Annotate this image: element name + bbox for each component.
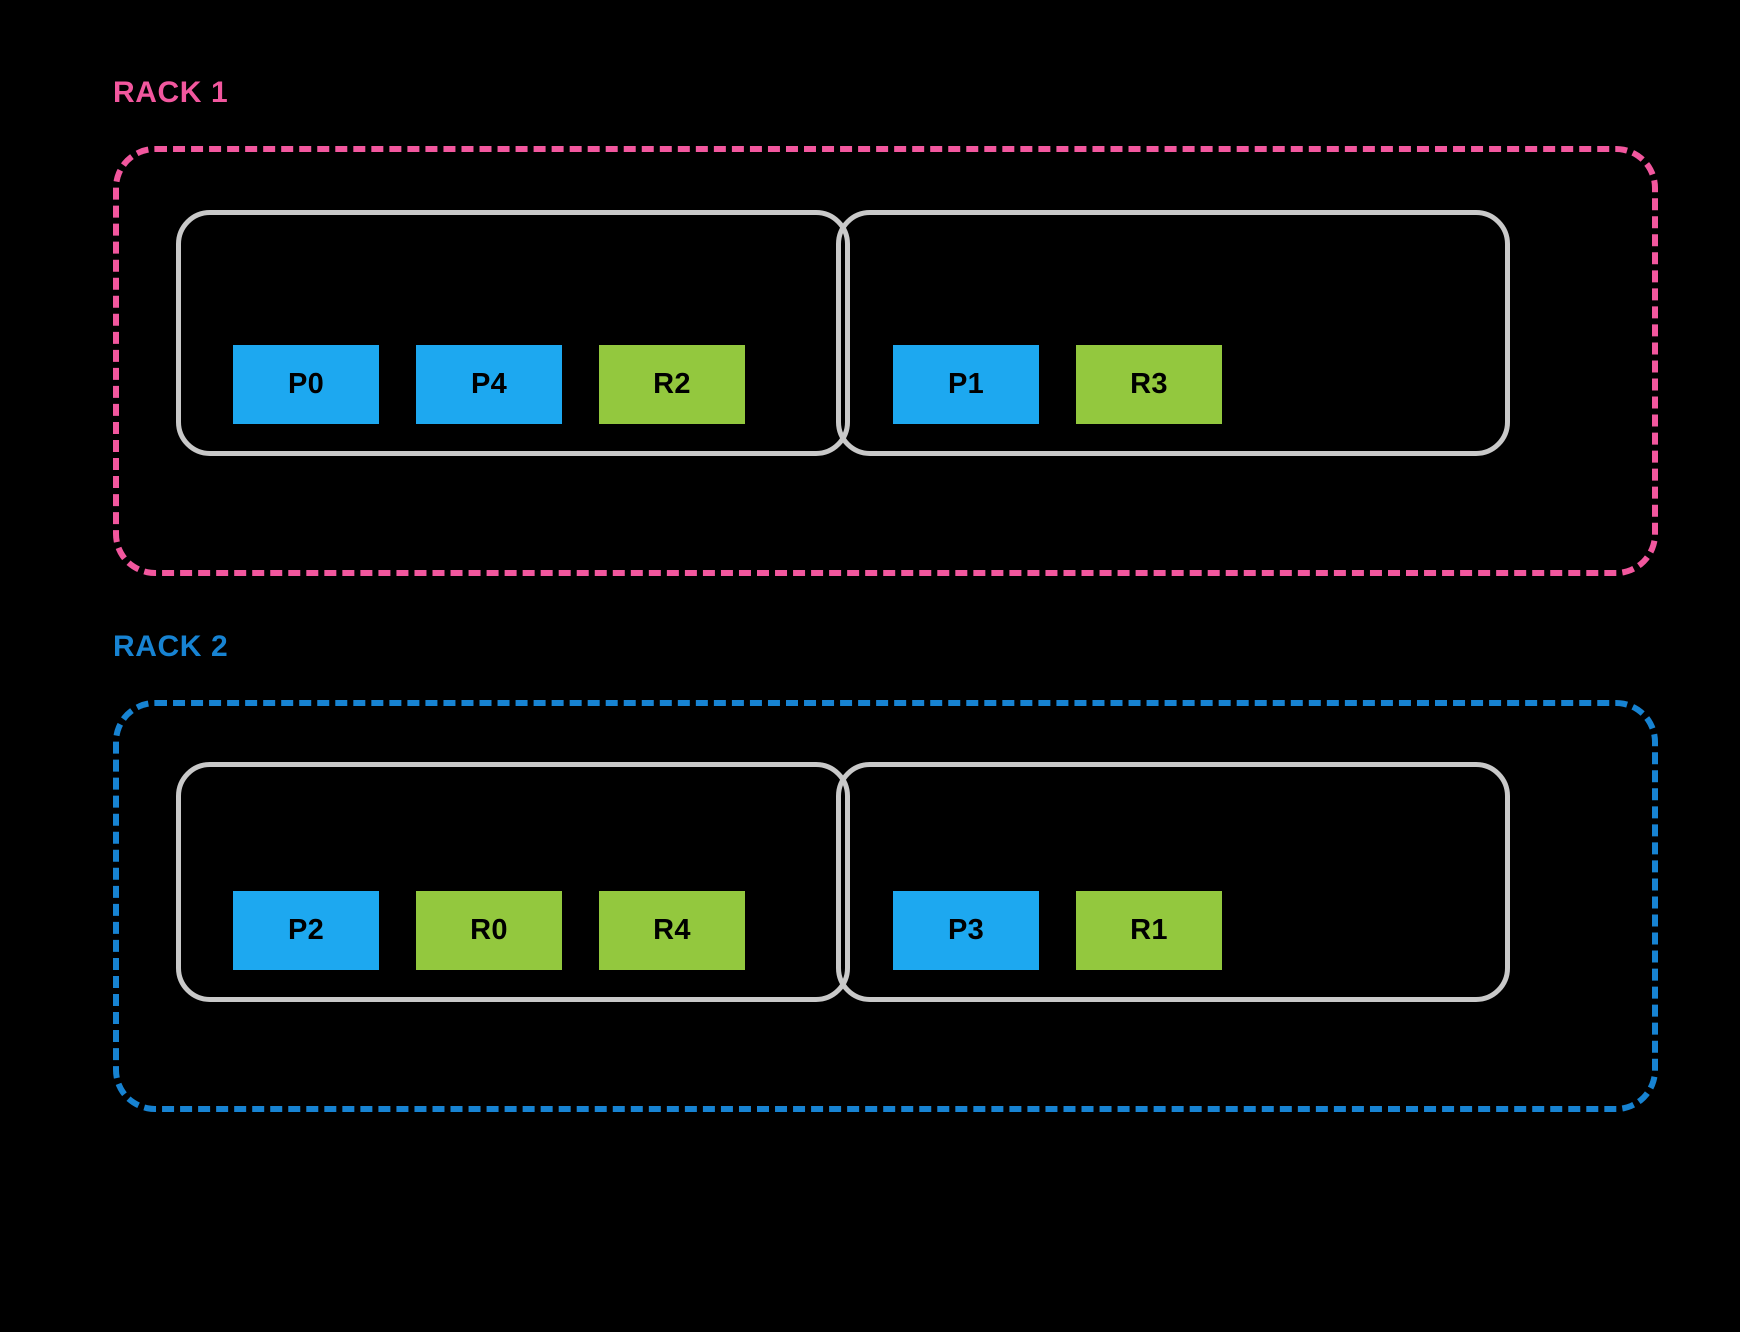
shard-r1[interactable]: R1 [1076,891,1222,970]
rack-2-label: RACK 2 [113,630,229,663]
rack-1-node-b-shard-row: P1 R3 [841,345,1505,424]
rack-2-node-a-shard-row: P2 R0 R4 [181,891,845,970]
shard-r4[interactable]: R4 [599,891,745,970]
rack-1-label: RACK 1 [113,76,229,109]
rack-2-node-a: P2 R0 R4 [176,762,850,1002]
shard-r3[interactable]: R3 [1076,345,1222,424]
shard-r0[interactable]: R0 [416,891,562,970]
rack-2-node-b-shard-row: P3 R1 [841,891,1505,970]
rack-1-node-a: P0 P4 R2 [176,210,850,456]
rack-2-container: P2 R0 R4 P3 R1 [113,700,1658,1112]
shard-p3[interactable]: P3 [893,891,1039,970]
rack-2-node-b: P3 R1 [836,762,1510,1002]
shard-p1[interactable]: P1 [893,345,1039,424]
rack-1-container: P0 P4 R2 P1 R3 [113,146,1658,576]
rack-1-node-b: P1 R3 [836,210,1510,456]
shard-r2[interactable]: R2 [599,345,745,424]
shard-p0[interactable]: P0 [233,345,379,424]
rack-1-node-a-shard-row: P0 P4 R2 [181,345,845,424]
shard-p4[interactable]: P4 [416,345,562,424]
shard-p2[interactable]: P2 [233,891,379,970]
